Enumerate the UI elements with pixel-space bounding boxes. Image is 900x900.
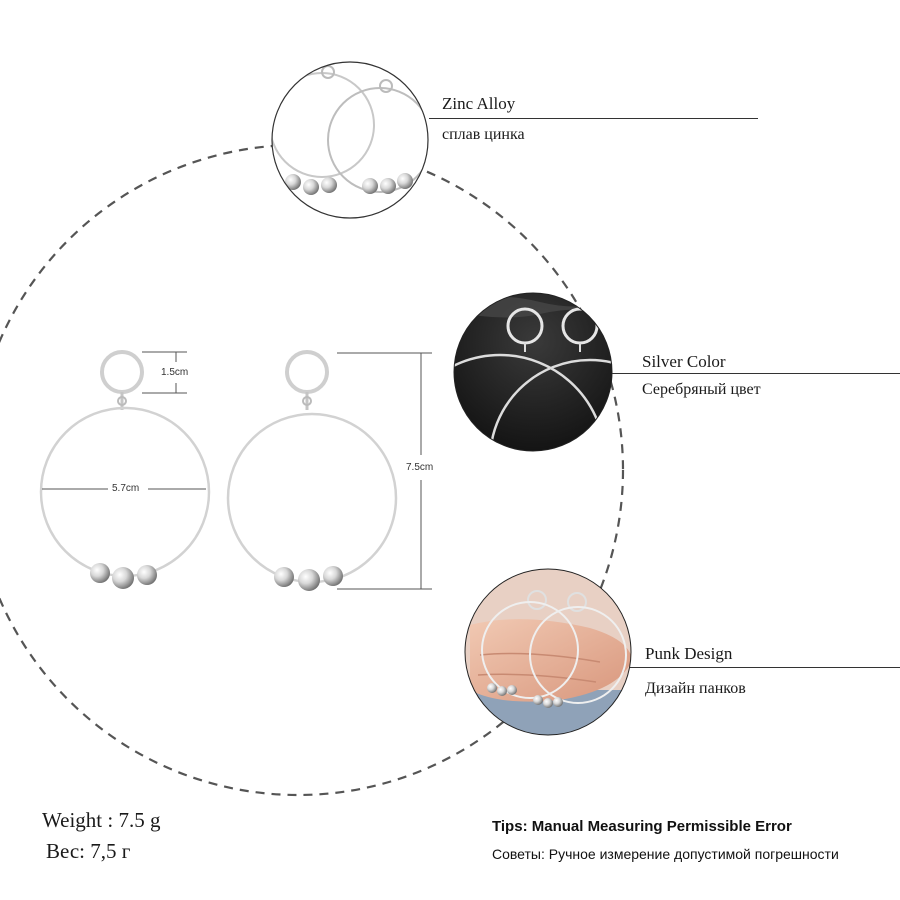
- punk-design-detail-photo: [465, 569, 631, 735]
- feature-title-silver-color: Silver Color: [642, 352, 726, 371]
- feature-subtitle-silver-color: Серебряный цвет: [642, 381, 761, 398]
- earring-right: [226, 350, 398, 591]
- top-ring-dimension-label: 1.5cm: [161, 367, 189, 378]
- feature-subtitle-zinc-alloy: сплав цинка: [442, 126, 525, 143]
- feature-title-zinc-alloy: Zinc Alloy: [442, 94, 516, 113]
- hoop-width-dimension-label: 5.7cm: [112, 483, 140, 494]
- feature-divider-3: [630, 667, 900, 668]
- zinc-alloy-detail-photo: [272, 62, 428, 218]
- feature-title-punk-design: Punk Design: [645, 644, 733, 663]
- total-length-dimension-label: 7.5cm: [406, 462, 434, 473]
- feature-subtitle-punk-design: Дизайн панков: [645, 680, 746, 697]
- tips-title: Tips: Manual Measuring Permissible Error: [492, 818, 792, 835]
- feature-divider-1: [429, 118, 758, 119]
- earring-left: [39, 350, 211, 589]
- silver-color-detail-photo: [454, 293, 612, 451]
- feature-divider-2: [612, 373, 900, 374]
- tips-subtitle: Советы: Ручное измерение допустимой погр…: [492, 846, 839, 862]
- weight-russian: Вес: 7,5 г: [46, 839, 131, 863]
- dimension-lines: [42, 351, 432, 590]
- dashed-outline-circle: [0, 143, 625, 797]
- weight-english: Weight : 7.5 g: [42, 808, 161, 832]
